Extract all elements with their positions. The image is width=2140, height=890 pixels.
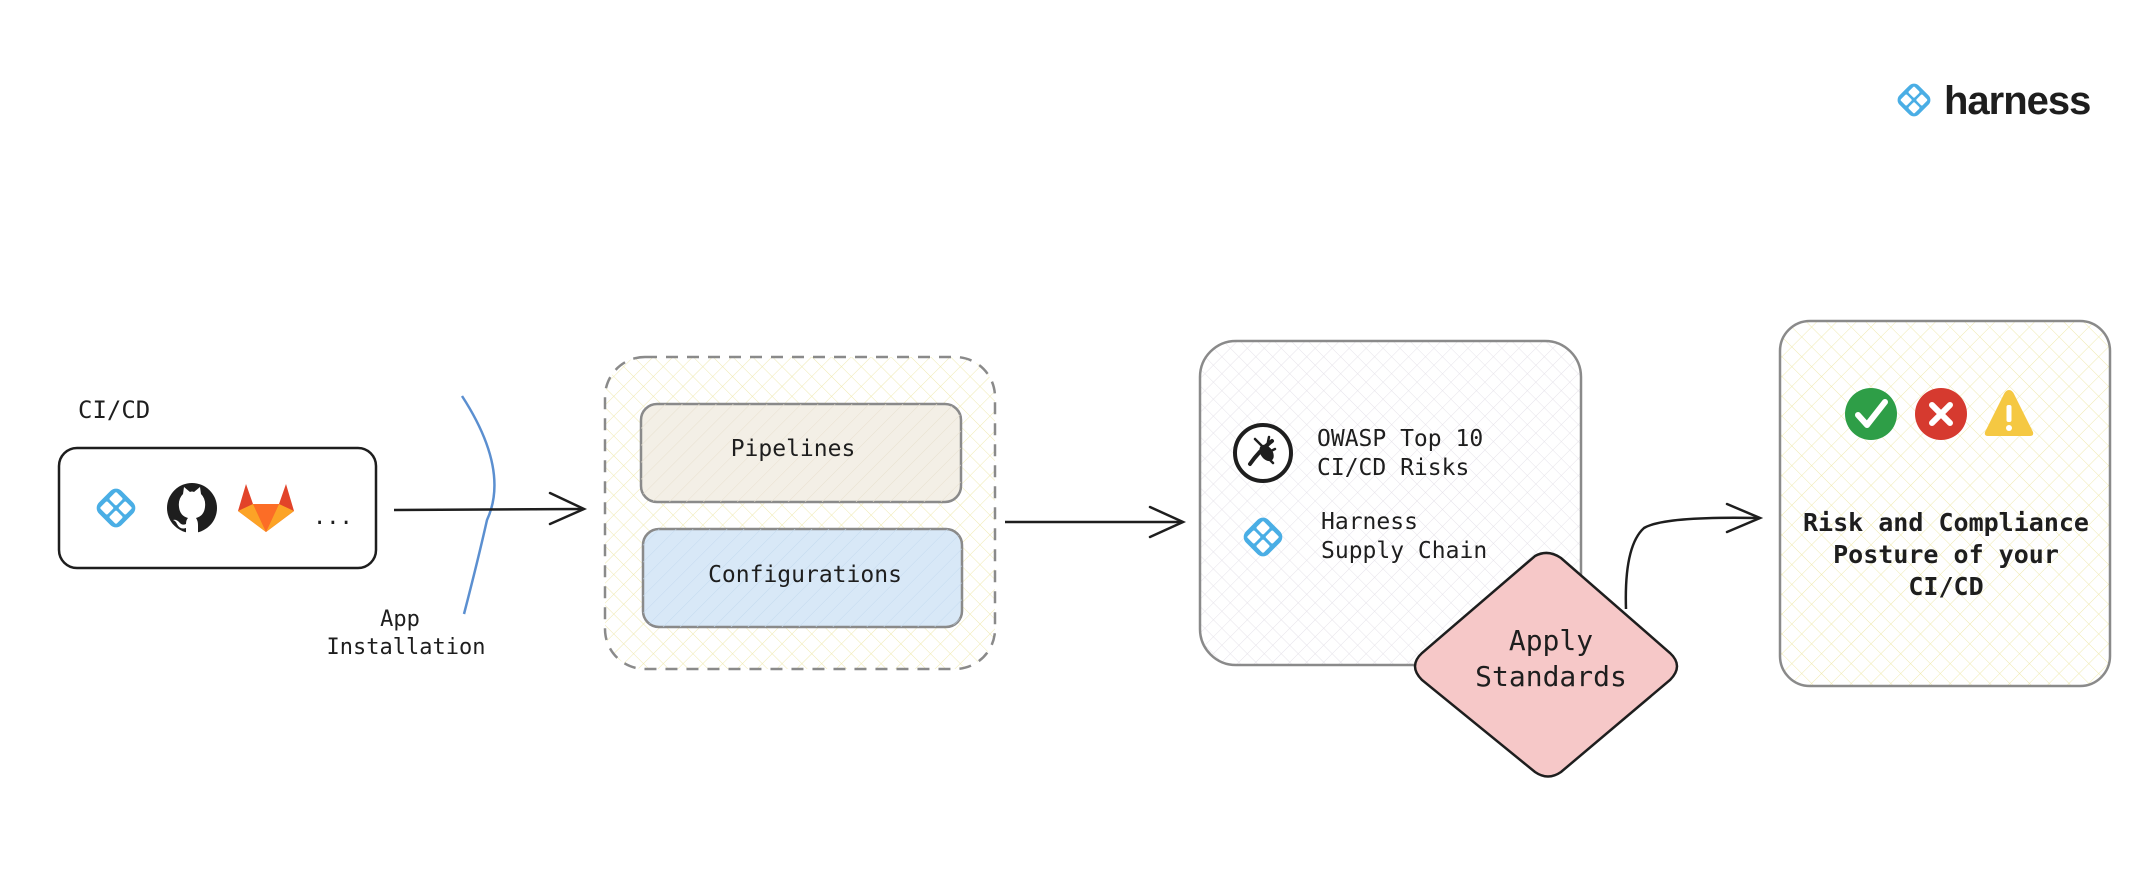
warning-icon [1984, 390, 2034, 436]
owasp-icon [1233, 423, 1293, 483]
pipelines-node: Pipelines [639, 402, 963, 504]
owasp-label-line2: CI/CD Risks [1317, 455, 1469, 481]
posture-label-line3: CI/CD [1908, 572, 1983, 601]
posture-label-line1: Risk and Compliance [1803, 508, 2089, 537]
arrow-cicd-to-collected [393, 491, 588, 526]
pipelines-label: Pipelines [731, 436, 856, 462]
app-installation-label-line2: Installation [327, 635, 486, 660]
harness-label-line1: Harness [1321, 509, 1418, 535]
configurations-label: Configurations [708, 562, 902, 588]
configurations-node: Configurations [641, 527, 964, 629]
app-installation-label-line1: App [380, 607, 420, 632]
github-icon [167, 483, 217, 533]
harness-label-line2: Supply Chain [1321, 538, 1487, 564]
harness-logo-icon [1894, 80, 1934, 120]
arrow-standards-to-posture [1624, 502, 1764, 610]
app-installation-boundary [460, 395, 496, 615]
check-icon [1845, 388, 1897, 440]
posture-box [1778, 319, 2112, 688]
arrow-collected-to-standards [1005, 505, 1187, 539]
owasp-label-line1: OWASP Top 10 [1317, 426, 1483, 452]
apply-label-line1: Apply [1509, 624, 1593, 657]
apply-label-line2: Standards [1475, 660, 1627, 693]
apply-standards-diamond: Apply Standards [1413, 551, 1679, 778]
standards-box [1198, 339, 1583, 667]
brand-logo: harness [1894, 79, 2091, 123]
cross-icon [1915, 388, 1967, 440]
gitlab-icon [238, 484, 294, 532]
cicd-tools-box [57, 446, 378, 570]
more-tools-ellipsis: ... [313, 505, 353, 530]
posture-label-line2: Posture of your [1833, 540, 2059, 569]
cicd-title: CI/CD [78, 396, 150, 424]
brand-name: harness [1944, 79, 2090, 123]
